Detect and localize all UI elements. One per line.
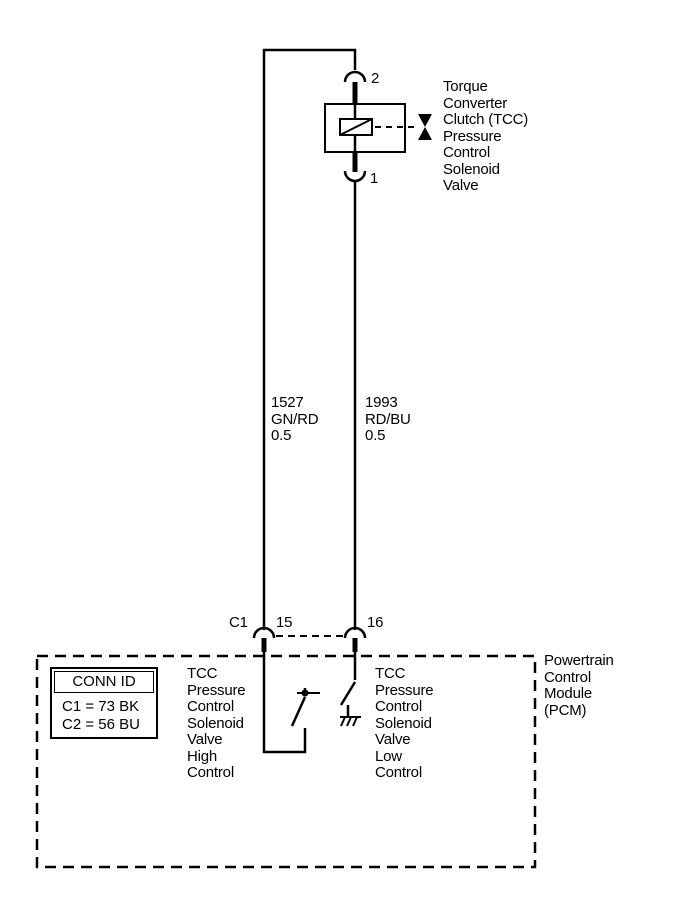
solenoid-pin-1-terminal — [343, 170, 367, 183]
high-control-label: TCC Pressure Control Solenoid Valve High… — [187, 665, 246, 781]
connector-pin-16-label: 16 — [367, 614, 384, 631]
legend-row: C1 = 73 BK — [62, 698, 140, 715]
low-control-switch — [339, 652, 357, 716]
solenoid-pin-2-terminal — [343, 70, 367, 83]
wire-1993-label: 1993 RD/BU 0.5 — [365, 394, 411, 444]
wire-1527-label: 1527 GN/RD 0.5 — [271, 394, 319, 444]
connector-id-legend: CONN ID C1 = 73 BK C2 = 56 BU — [50, 667, 158, 739]
low-control-label: TCC Pressure Control Solenoid Valve Low … — [375, 665, 434, 781]
high-control-switch — [262, 652, 320, 754]
connector-pin-16-terminal — [343, 626, 367, 639]
ground-icon — [340, 716, 361, 727]
wire-1527 — [262, 48, 357, 630]
connector-pin-15-terminal — [252, 626, 276, 639]
solenoid-pin-2-label: 2 — [371, 70, 380, 87]
legend-title: CONN ID — [54, 671, 154, 693]
legend-row: C2 = 56 BU — [62, 716, 140, 733]
connector-pin-15-label: 15 — [276, 614, 293, 631]
solenoid-name: Torque Converter Clutch (TCC) Pressure C… — [443, 78, 529, 194]
valve-symbol — [418, 114, 432, 140]
pcm-module-outline — [35, 654, 537, 869]
solenoid-pin-1-label: 1 — [370, 170, 379, 187]
solenoid-body — [324, 103, 406, 153]
connector-id-label: C1 — [229, 614, 248, 631]
pcm-module-name: Powertrain Control Module (PCM) — [544, 652, 614, 719]
